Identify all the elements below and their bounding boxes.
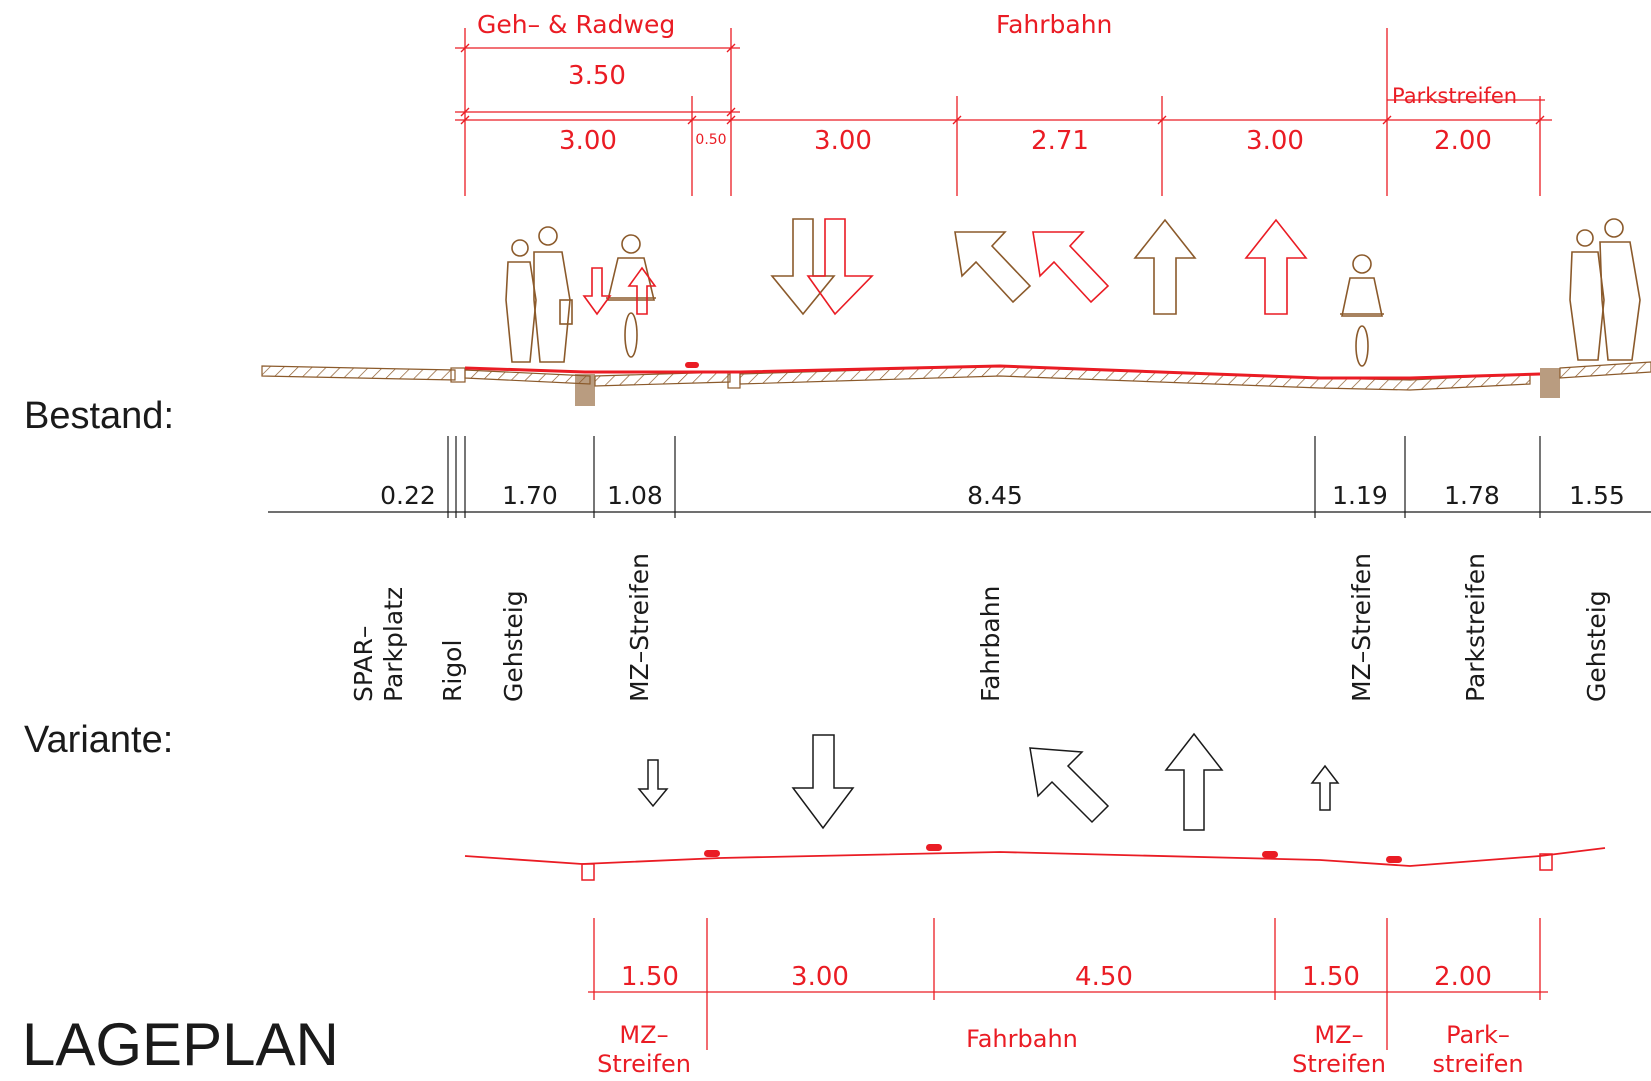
variante-zone-fahrbahn: Fahrbahn [966, 1025, 1078, 1053]
pedestrians-right-icon [1569, 218, 1641, 361]
zone-mz-streifen-left: MZ–Streifen [625, 553, 654, 702]
down-arrow-black-icon [770, 218, 836, 316]
down-arrow-red-icon [806, 218, 874, 316]
zone-gehsteig-left: Gehsteig [499, 590, 528, 702]
parkstreifen-title-top: Parkstreifen [1392, 84, 1517, 108]
zone-parkstreifen: Parkstreifen [1461, 553, 1490, 702]
cyclist-right-icon [1340, 254, 1384, 367]
dim-bestand-1-70: 1.70 [502, 481, 558, 510]
lageplan-title: LAGEPLAN [22, 1011, 339, 1078]
bestand-dimension-line: 0.22 1.70 1.08 8.45 1.19 1.78 1.55 [268, 436, 1651, 518]
dim-bestand-1-78: 1.78 [1444, 481, 1500, 510]
zone-mz-streifen-right: MZ–Streifen [1347, 553, 1376, 702]
dim-variante-1-50-b: 1.50 [1302, 962, 1360, 992]
variante-zone-labels: MZ– Streifen Fahrbahn MZ– Streifen Park–… [597, 1021, 1523, 1078]
dim-bestand-0-22: 0.22 [380, 481, 436, 510]
variante-bike-down-icon [637, 759, 669, 808]
geh-radweg-title: Geh– & Radweg [477, 10, 675, 39]
dim-variante-2-00: 2.00 [1434, 962, 1492, 992]
dim-3-50: 3.50 [568, 61, 626, 91]
variante-cross-section [464, 844, 1606, 881]
variante-label: Variante: [24, 719, 173, 761]
cyclist-left-icon [606, 234, 656, 358]
zone-parkplatz: Parkplatz [379, 587, 408, 702]
turn-left-arrow-red-icon [1032, 231, 1110, 304]
fahrbahn-title-top: Fahrbahn [996, 10, 1112, 39]
dim-variante-1-50-a: 1.50 [621, 962, 679, 992]
top-dimension-block: Geh– & Radweg Fahrbahn Parkstreifen 3.50… [455, 10, 1552, 196]
variante-zone-mz-right-2: Streifen [1292, 1050, 1386, 1078]
variante-zone-park-1: Park– [1446, 1021, 1510, 1049]
variante-turn-left-icon [1029, 747, 1110, 824]
dim-bestand-1-55: 1.55 [1569, 481, 1625, 510]
dim-bestand-1-08: 1.08 [607, 481, 663, 510]
dim-top-3-00-a: 3.00 [559, 126, 617, 156]
bike-arrows-icon [582, 266, 657, 316]
zone-gehsteig-right: Gehsteig [1582, 590, 1611, 702]
dim-top-0-50: 0.50 [695, 132, 726, 148]
up-arrow-red-icon [1244, 218, 1308, 315]
variante-zone-mz-left-1: MZ– [619, 1021, 668, 1049]
variante-down-arrow-icon [791, 734, 855, 830]
turn-left-arrow-black-icon [954, 231, 1032, 304]
up-arrow-black-icon [1133, 218, 1197, 315]
variante-bike-up-icon [1310, 764, 1340, 811]
bestand-lane-arrows [505, 218, 1641, 367]
variante-up-arrow-icon [1164, 732, 1224, 831]
zone-fahrbahn: Fahrbahn [976, 586, 1005, 702]
bestand-label: Bestand: [24, 395, 174, 437]
dim-variante-3-00: 3.00 [791, 962, 849, 992]
zone-rigol: Rigol [438, 640, 467, 702]
dim-bestand-8-45: 8.45 [967, 481, 1023, 510]
variante-zone-mz-right-1: MZ– [1314, 1021, 1363, 1049]
variante-lane-arrows [637, 732, 1340, 831]
pedestrians-left-icon [505, 226, 573, 363]
zone-spar: SPAR– [349, 626, 378, 702]
planned-surface-line [464, 364, 1541, 380]
variante-zone-mz-left-2: Streifen [597, 1050, 691, 1078]
dim-top-2-00: 2.00 [1434, 126, 1492, 156]
dim-top-2-71: 2.71 [1031, 126, 1089, 156]
dim-bestand-1-19: 1.19 [1332, 481, 1388, 510]
variante-dimension-line: 1.50 3.00 4.50 1.50 2.00 [588, 918, 1548, 1050]
bestand-cross-section [261, 361, 1651, 406]
variante-zone-park-2: streifen [1432, 1050, 1523, 1078]
dim-top-3-00-c: 3.00 [1246, 126, 1304, 156]
bestand-zone-labels: SPAR– Parkplatz Rigol Gehsteig MZ–Streif… [349, 553, 1611, 702]
dim-variante-4-50: 4.50 [1075, 962, 1133, 992]
dim-top-3-00-b: 3.00 [814, 126, 872, 156]
